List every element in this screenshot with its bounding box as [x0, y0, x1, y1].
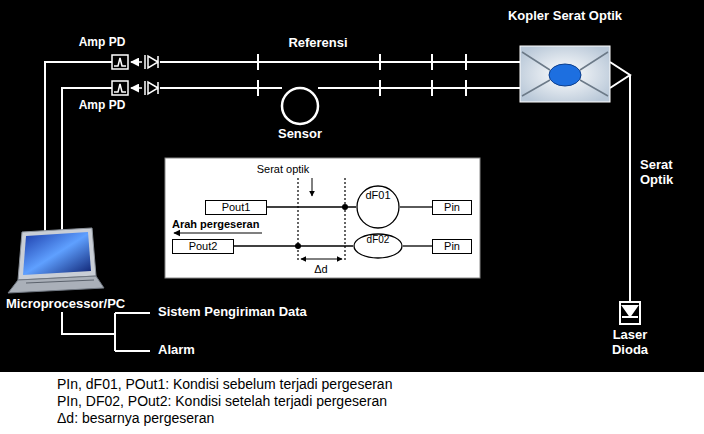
inset-label: Serat optik [257, 163, 310, 176]
part-label: Serat Optik [640, 158, 696, 188]
laser-diode-symbol [620, 302, 640, 324]
node-outline [354, 234, 402, 258]
optical-wires [45, 62, 630, 351]
leader-arrow [312, 178, 313, 196]
fiber-coupler [520, 46, 610, 102]
fiber-line [400, 206, 432, 207]
fiber-point [295, 243, 301, 249]
output-bracket [115, 313, 150, 351]
amp-pd-symbol [112, 55, 158, 69]
inset-label: Arah pergeseran [172, 218, 259, 231]
sensor-fiber [160, 87, 282, 89]
black-ground [0, 0, 704, 372]
inset-panel [165, 158, 480, 278]
fiber-point [342, 204, 348, 210]
power-box: Pin [432, 200, 472, 215]
dimension-label: Δd [314, 263, 327, 276]
coupler-output [610, 62, 630, 88]
fiber-line [234, 245, 353, 246]
node-text: Pout1 [222, 202, 251, 213]
caption-note: PIn, dF01, POut1: Kondisi sebelum terjad… [57, 376, 392, 392]
caption-note: PIn, DF02, POut2: Kondisi setelah terjad… [57, 393, 387, 409]
part-label: Sensor [278, 127, 322, 142]
part-label: Microprocessor/PC [6, 297, 125, 312]
field-ellipse: dF02 [353, 233, 403, 259]
amp-label: Amp PD [79, 99, 126, 113]
field-circle: dF01 [356, 185, 400, 229]
fiber-connectors [258, 54, 466, 96]
node-text: Pin [444, 202, 460, 213]
direction-arrow [174, 232, 262, 233]
laser-fiber [629, 75, 631, 302]
part-label: Referensi [288, 36, 347, 51]
power-box: Pout1 [205, 200, 267, 215]
part-label: Laser Dioda [602, 328, 658, 358]
node-text: Pout2 [189, 241, 218, 252]
output-label: Sistem Pengiriman Data [158, 305, 307, 320]
power-box: Pout2 [172, 239, 234, 254]
connector-tick [258, 80, 466, 96]
node-text: dF01 [356, 185, 400, 201]
output-wire [62, 312, 115, 334]
amp-pd-symbol [112, 81, 158, 95]
sensor-fiber [318, 87, 520, 89]
fiber-line [403, 245, 432, 246]
output-label: Alarm [158, 343, 195, 358]
node-outline [357, 186, 399, 228]
laptop-icon [8, 228, 104, 293]
power-box: Pin [432, 239, 472, 254]
shift-dimension [301, 259, 342, 260]
signal-wire [45, 62, 112, 232]
connector-tick [258, 54, 466, 70]
caption-note: Δd: besarnya pergeseran [57, 410, 214, 426]
node-text: dF02 [353, 233, 403, 245]
sensor-loop [282, 88, 318, 124]
white-ground [0, 372, 704, 434]
part-label: Kopler Serat Optik [508, 9, 622, 24]
node-text: Pin [444, 241, 460, 252]
amp-label: Amp PD [79, 36, 126, 50]
fiber-edge-dashed [298, 178, 345, 262]
